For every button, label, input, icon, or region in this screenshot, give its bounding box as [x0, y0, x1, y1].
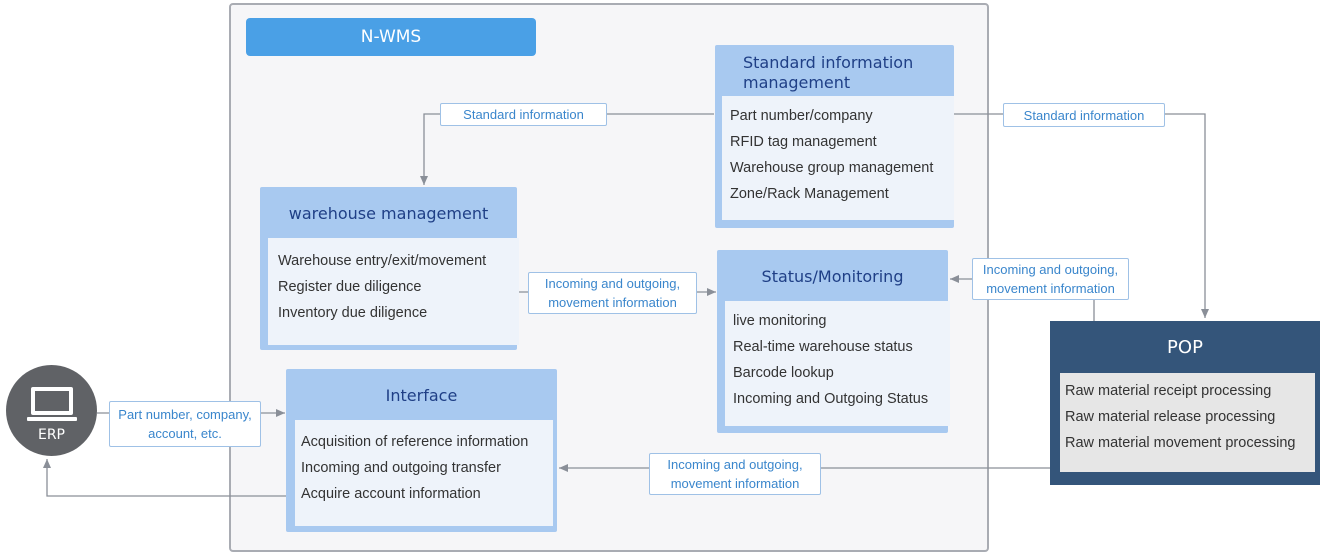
list-item: Zone/Rack Management [730, 186, 889, 202]
link-std-to-warehouse [420, 113, 714, 185]
list-item: Acquisition of reference information [301, 434, 529, 450]
list-item: Warehouse entry/exit/movement [278, 253, 487, 269]
interface-list: Acquisition of reference information Inc… [295, 420, 553, 526]
pop-title: POP [1167, 337, 1203, 358]
warehouse-module: warehouse management Warehouse entry/exi… [260, 187, 519, 350]
interface-title: Interface [385, 386, 458, 405]
status-title: Status/Monitoring [761, 267, 904, 286]
list-item: Incoming and outgoing transfer [301, 460, 501, 476]
monitor-icon [27, 387, 77, 421]
standard-info-title: Standard information management [743, 53, 914, 92]
status-module: Status/Monitoring live monitoring Real-t… [717, 250, 950, 433]
list-item: Acquire account information [301, 486, 481, 502]
erp-node: ERP [6, 365, 97, 456]
warehouse-title: warehouse management [288, 204, 489, 223]
list-item: Warehouse group management [730, 160, 934, 176]
list-item: Raw material movement processing [1065, 435, 1296, 451]
list-item: Raw material release processing [1065, 409, 1276, 425]
link-interface-to-erp [43, 459, 286, 497]
list-item: Inventory due diligence [278, 305, 428, 321]
pop-module: POP Raw material receipt processing Raw … [1050, 321, 1320, 485]
label-warehouse-to-status: Incoming and outgoing, movement informat… [528, 272, 697, 314]
label-erp-to-interface: Part number, company, account, etc. [109, 401, 261, 447]
label-pop-to-status: Incoming and outgoing, movement informat… [972, 258, 1129, 300]
standard-info-list: Part number/company RFID tag management … [722, 96, 954, 220]
label-std-to-pop: Standard information [1003, 103, 1165, 127]
list-item: Raw material receipt processing [1065, 383, 1272, 399]
list-item: Real-time warehouse status [733, 339, 913, 355]
list-item: Barcode lookup [733, 365, 834, 381]
list-item: Incoming and Outgoing Status [733, 391, 929, 407]
interface-module: Interface Acquisition of reference infor… [286, 369, 557, 532]
label-std-to-warehouse: Standard information [440, 103, 607, 126]
list-item: RFID tag management [730, 134, 877, 150]
warehouse-list: Warehouse entry/exit/movement Register d… [268, 238, 519, 345]
nwms-title: N-WMS [246, 18, 536, 56]
label-pop-to-interface: Incoming and outgoing, movement informat… [649, 453, 821, 495]
standard-info-module: Standard information management Part num… [715, 45, 954, 228]
pop-list: Raw material receipt processing Raw mate… [1060, 373, 1315, 472]
list-item: Register due diligence [278, 279, 422, 295]
erp-label: ERP [37, 427, 65, 443]
list-item: live monitoring [733, 313, 827, 329]
list-item: Part number/company [730, 108, 873, 124]
status-list: live monitoring Real-time warehouse stat… [725, 301, 950, 426]
